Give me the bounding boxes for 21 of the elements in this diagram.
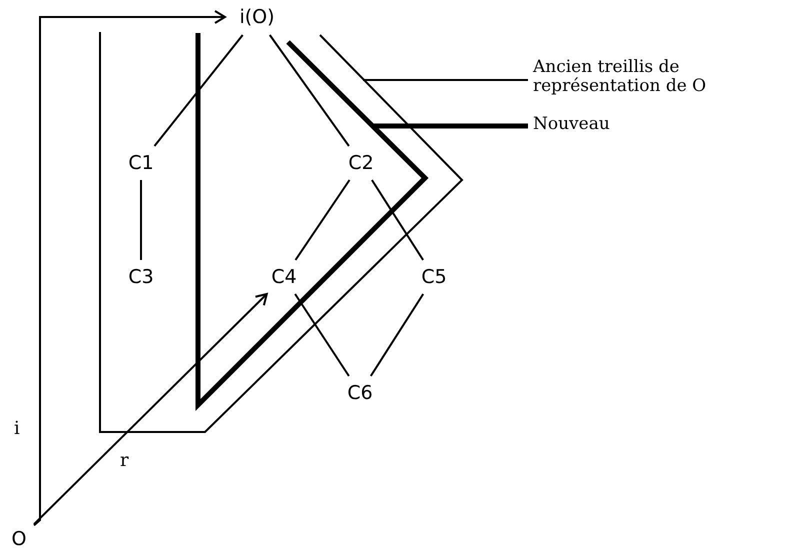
leader-line (363, 79, 528, 81)
concept-label: C1 (127, 151, 155, 175)
concept-label: i(O) (230, 4, 284, 30)
lattice-line (370, 293, 424, 377)
lattice-line (268, 34, 350, 147)
arrow (33, 10, 226, 526)
arrow (33, 293, 268, 525)
lattice-line (140, 180, 142, 260)
annotation-text: Ancien treillis de représentation de O (533, 58, 733, 102)
lattice-line (154, 34, 244, 147)
point-label: O (9, 528, 29, 550)
concept-label: C4 (268, 265, 300, 289)
concept-label: C6 (345, 381, 375, 405)
concept-label: C3 (126, 265, 156, 289)
concept-label: C2 (346, 151, 376, 175)
lattice-line (294, 179, 350, 261)
lattice-line (371, 179, 424, 261)
lattice-line (294, 293, 350, 377)
leader-line (372, 124, 528, 128)
concept-label: C5 (418, 265, 450, 289)
annotation-text: Nouveau (533, 115, 623, 137)
